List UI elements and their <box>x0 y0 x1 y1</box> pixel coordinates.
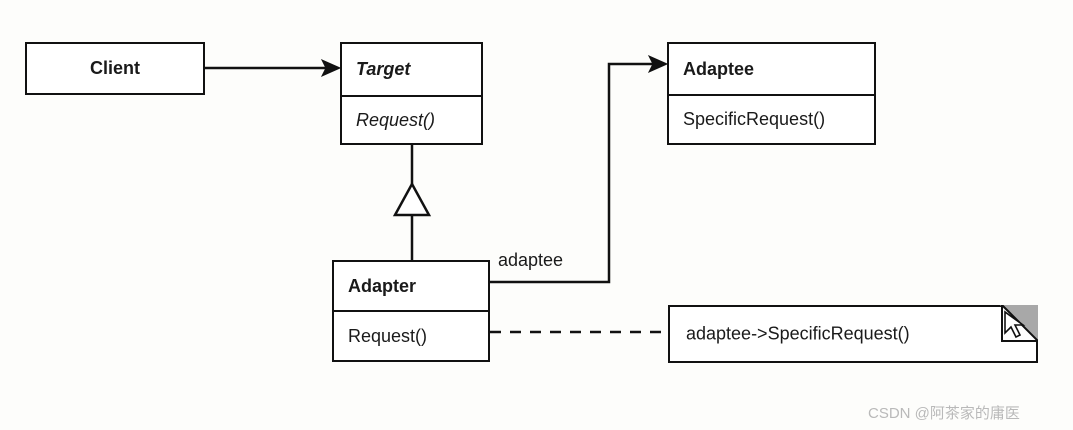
class-member-target-request: Request() <box>342 95 481 143</box>
class-box-target[interactable]: Target Request() <box>340 42 483 145</box>
class-name-target: Target <box>356 59 411 79</box>
note-box[interactable]: adaptee->SpecificRequest() <box>668 305 1038 363</box>
note-text: adaptee->SpecificRequest() <box>686 323 910 344</box>
filled-arrowhead-icon <box>320 58 342 78</box>
edge-adapter-to-adaptee <box>490 54 669 284</box>
class-member-adaptee-specificrequest: SpecificRequest() <box>669 94 874 143</box>
filled-arrowhead-icon <box>647 54 669 74</box>
class-name-client: Client <box>89 58 140 78</box>
edge-label-adaptee: adaptee <box>498 250 564 271</box>
class-box-adaptee[interactable]: Adaptee SpecificRequest() <box>667 42 876 145</box>
class-member-adapter-request: Request() <box>334 310 488 360</box>
edge-client-to-target <box>205 58 342 78</box>
class-name-adaptee: Adaptee <box>683 58 755 79</box>
edge-adapter-to-adaptee-line <box>490 62 661 284</box>
hollow-triangle-icon <box>392 181 432 217</box>
edge-adapter-to-target-generalization <box>392 145 432 260</box>
class-box-client[interactable]: Client <box>25 42 205 95</box>
edge-request-to-note <box>458 324 668 340</box>
note-fold-corner <box>1000 305 1038 342</box>
class-box-adapter[interactable]: Adapter Request() <box>332 260 490 362</box>
cursor-arrow-icon <box>1004 310 1026 339</box>
class-name-adapter: Adapter <box>348 275 417 296</box>
csdn-watermark: CSDN @阿茶家的庸医 <box>868 405 1020 422</box>
